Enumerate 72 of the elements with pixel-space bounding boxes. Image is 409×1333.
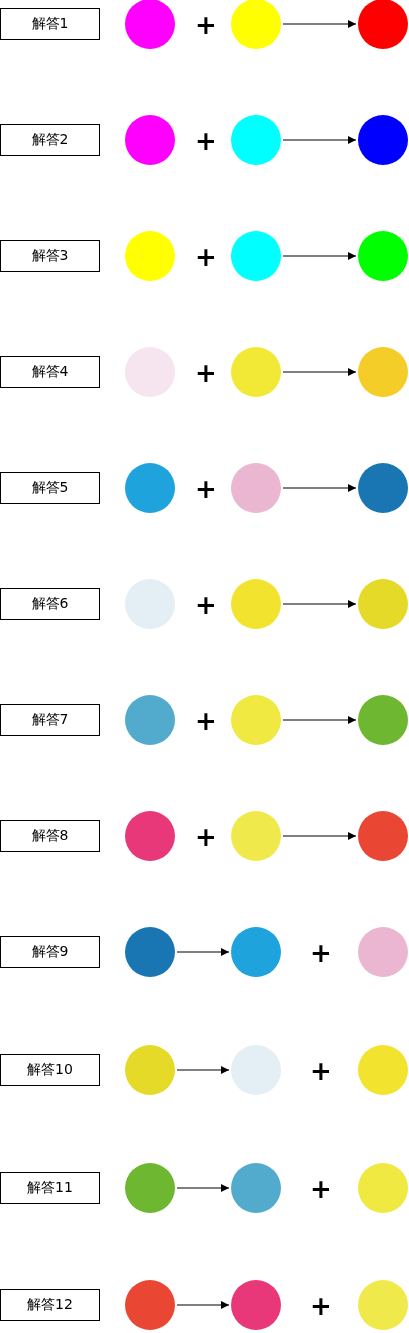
filled-circle: [358, 231, 408, 281]
filled-circle: [125, 231, 175, 281]
arrow: [282, 368, 357, 376]
arrow: [176, 1301, 230, 1309]
filled-circle: [358, 811, 408, 861]
arrow: [176, 948, 230, 956]
answer-box: 解答10: [0, 1054, 100, 1086]
answer-box: 解答7: [0, 704, 100, 736]
arrow: [176, 1184, 230, 1192]
filled-circle: [125, 463, 175, 513]
filled-circle: [358, 0, 408, 49]
arrow: [282, 832, 357, 840]
filled-circle: [231, 231, 281, 281]
plus-sign: +: [195, 244, 217, 270]
plus-sign: +: [310, 1058, 332, 1084]
filled-circle: [358, 115, 408, 165]
answer-box: 解答1: [0, 8, 100, 40]
answer-box: 解答5: [0, 472, 100, 504]
filled-circle: [358, 1045, 408, 1095]
arrow: [282, 484, 357, 492]
filled-circle: [231, 811, 281, 861]
filled-circle: [231, 1045, 281, 1095]
answer-box: 解答4: [0, 356, 100, 388]
filled-circle: [231, 579, 281, 629]
filled-circle: [358, 1163, 408, 1213]
answer-box: 解答2: [0, 124, 100, 156]
filled-circle: [125, 347, 175, 397]
filled-circle: [125, 1280, 175, 1330]
filled-circle: [231, 1280, 281, 1330]
filled-circle: [358, 463, 408, 513]
filled-circle: [231, 463, 281, 513]
arrow: [282, 136, 357, 144]
filled-circle: [358, 695, 408, 745]
plus-sign: +: [310, 940, 332, 966]
filled-circle: [125, 115, 175, 165]
plus-sign: +: [310, 1293, 332, 1319]
filled-circle: [125, 0, 175, 49]
arrow: [282, 600, 357, 608]
arrow: [282, 252, 357, 260]
filled-circle: [125, 811, 175, 861]
filled-circle: [358, 927, 408, 977]
answer-box: 解答9: [0, 936, 100, 968]
plus-sign: +: [195, 592, 217, 618]
plus-sign: +: [195, 708, 217, 734]
answer-box: 解答8: [0, 820, 100, 852]
plus-sign: +: [195, 476, 217, 502]
filled-circle: [125, 1045, 175, 1095]
arrow: [282, 20, 357, 28]
answer-box: 解答11: [0, 1172, 100, 1204]
filled-circle: [125, 695, 175, 745]
filled-circle: [231, 0, 281, 49]
arrow: [176, 1066, 230, 1074]
plus-sign: +: [195, 128, 217, 154]
answer-box: 解答3: [0, 240, 100, 272]
filled-circle: [231, 347, 281, 397]
filled-circle: [231, 1163, 281, 1213]
plus-sign: +: [195, 360, 217, 386]
answer-box: 解答12: [0, 1289, 100, 1321]
filled-circle: [125, 579, 175, 629]
filled-circle: [358, 579, 408, 629]
filled-circle: [358, 1280, 408, 1330]
filled-circle: [358, 347, 408, 397]
filled-circle: [231, 927, 281, 977]
arrow: [282, 716, 357, 724]
plus-sign: +: [195, 12, 217, 38]
filled-circle: [231, 695, 281, 745]
plus-sign: +: [310, 1176, 332, 1202]
filled-circle: [125, 1163, 175, 1213]
filled-circle: [231, 115, 281, 165]
filled-circle: [125, 927, 175, 977]
answer-box: 解答6: [0, 588, 100, 620]
plus-sign: +: [195, 824, 217, 850]
